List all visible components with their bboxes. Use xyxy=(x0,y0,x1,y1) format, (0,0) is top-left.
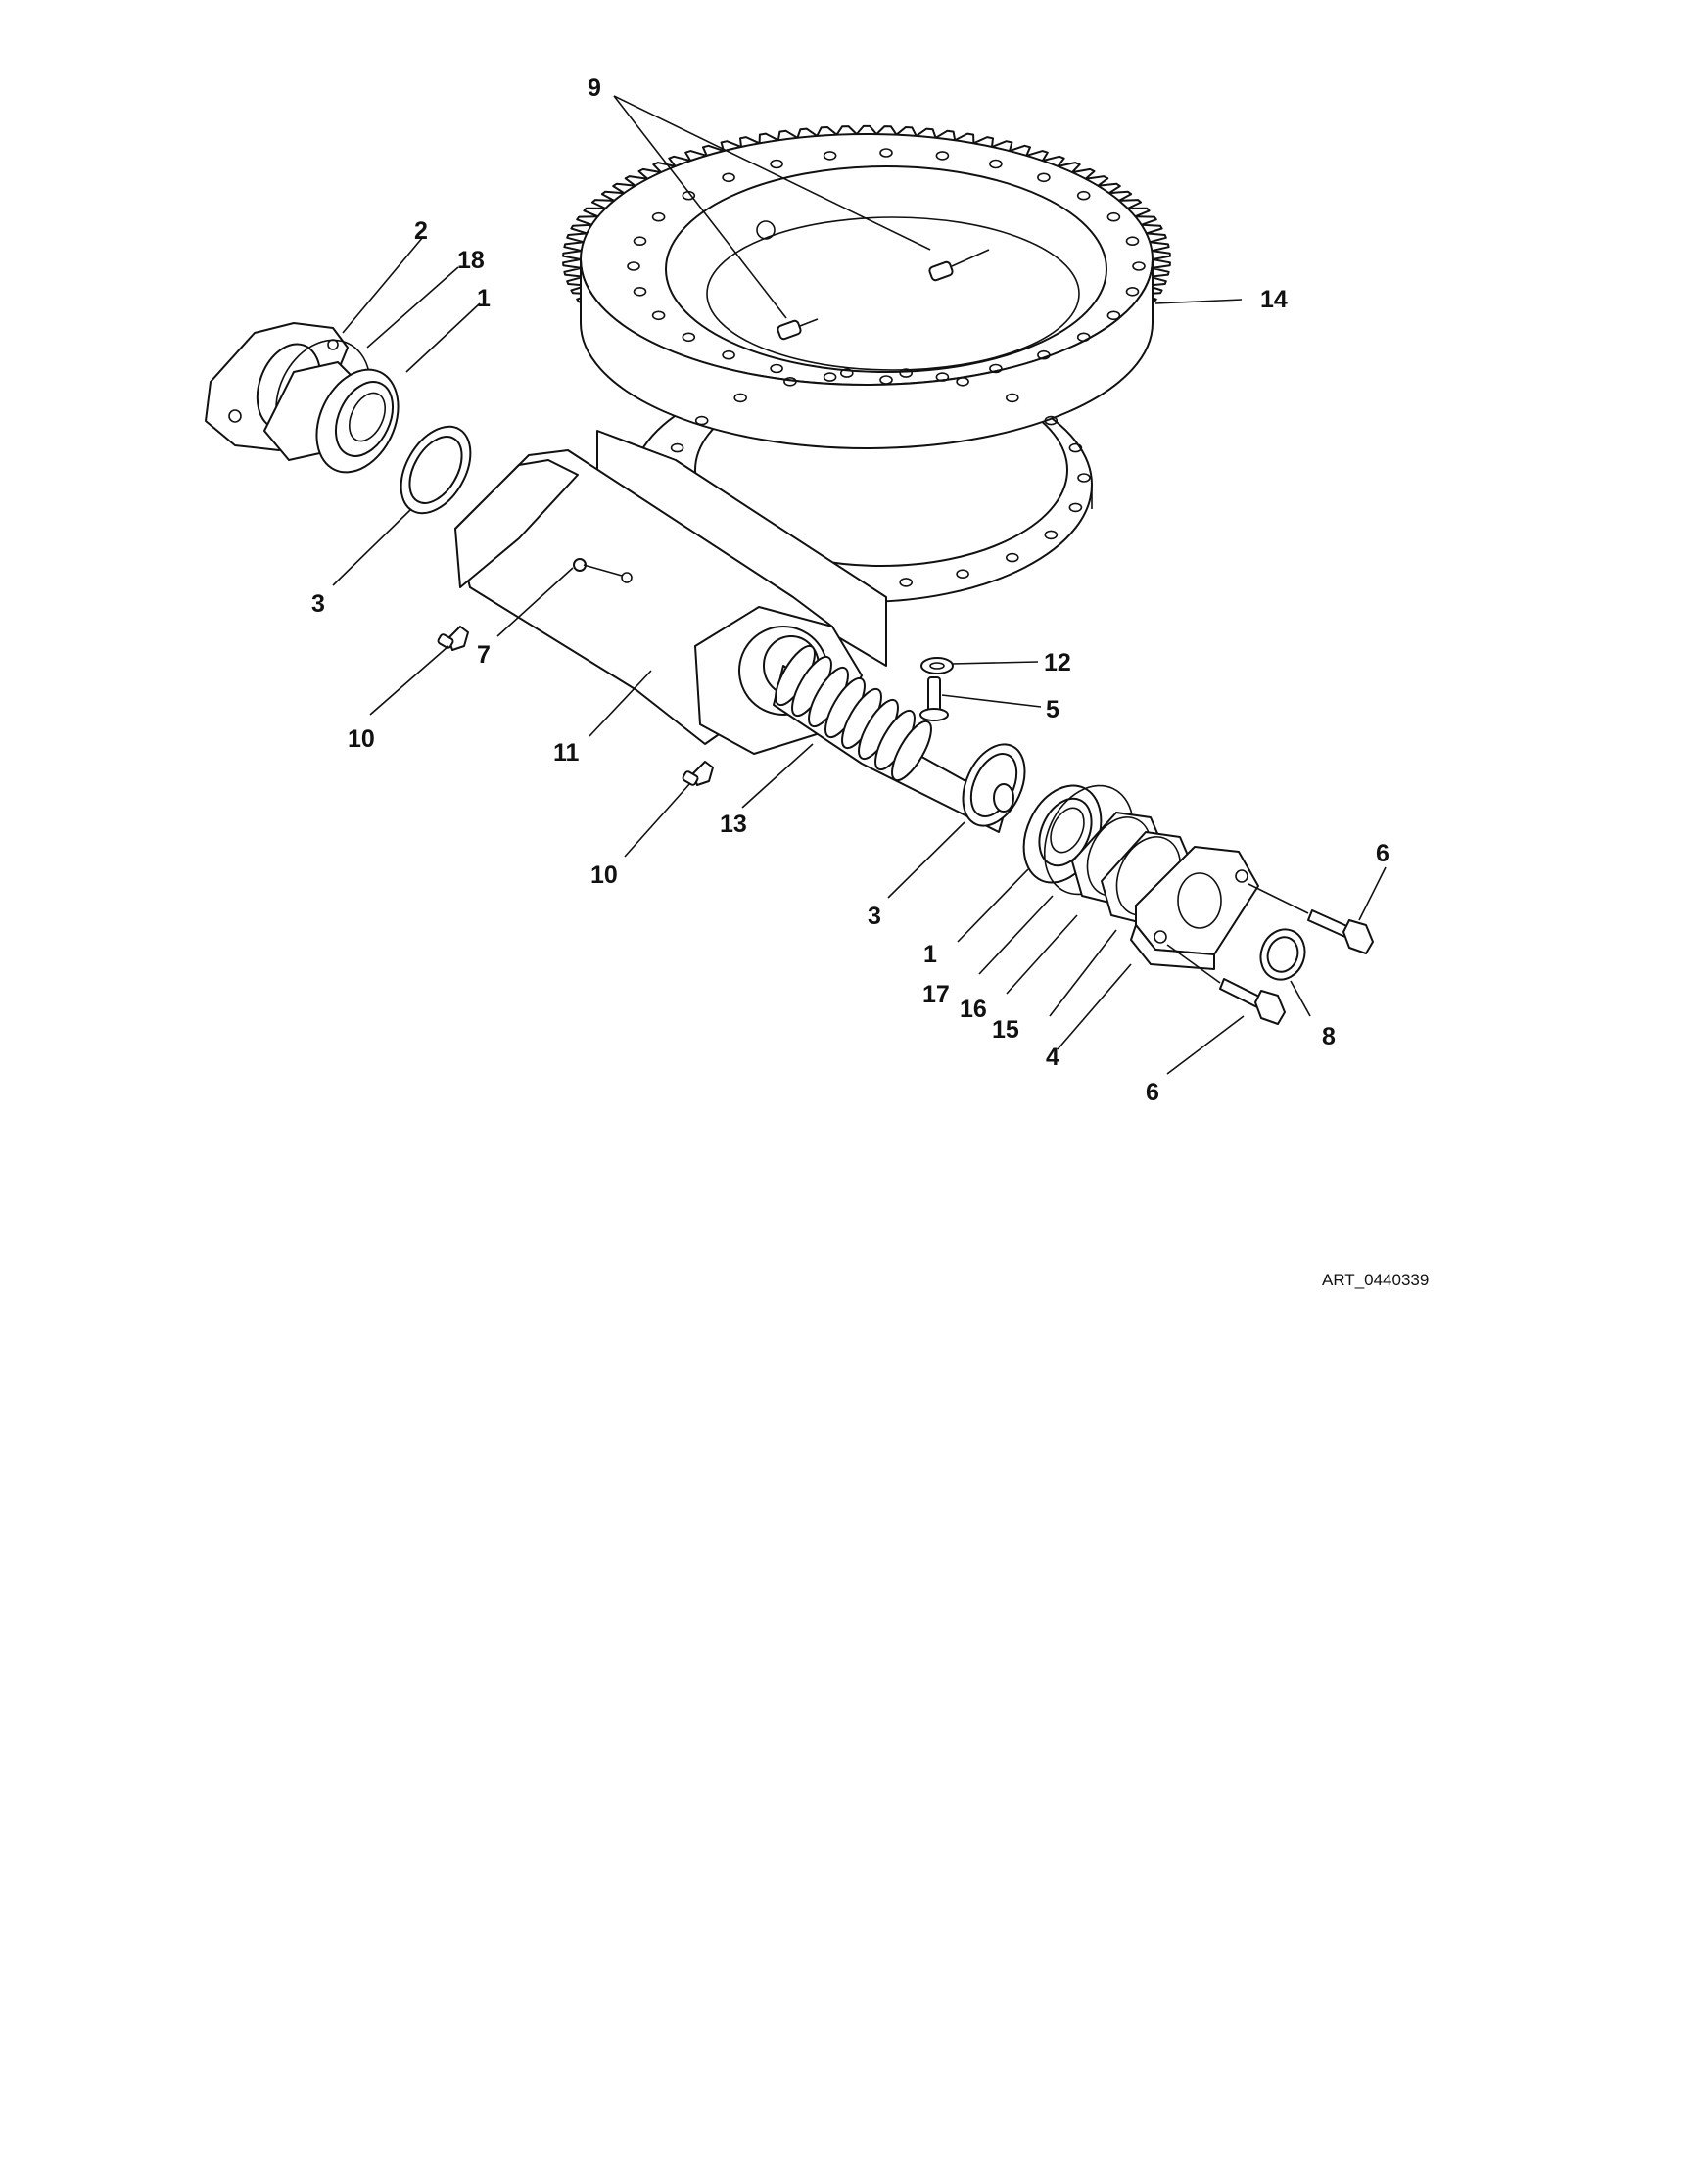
bolt-upper xyxy=(1248,883,1374,954)
bolt-hole xyxy=(1068,442,1083,453)
bolt-hole xyxy=(1077,473,1091,483)
callout-3-left: 3 xyxy=(311,590,325,618)
bolt-hole xyxy=(989,159,1003,169)
bolt-hole xyxy=(1125,236,1140,246)
grease-fitting-upper xyxy=(928,249,990,282)
worm-threads xyxy=(775,644,932,782)
callout-14: 14 xyxy=(1260,286,1288,313)
bolt-hole xyxy=(879,375,893,385)
bolt-hole xyxy=(956,569,969,580)
bolt-hole xyxy=(935,372,950,382)
bolt-hole xyxy=(633,286,647,297)
bolt-hole xyxy=(694,415,709,426)
grease-fitting-lower xyxy=(777,318,819,341)
bolt-hole xyxy=(1006,393,1019,403)
callout-18: 18 xyxy=(457,247,485,274)
callout-10-upper: 10 xyxy=(348,725,375,753)
bolt-hole xyxy=(1037,349,1051,360)
bolt-hole xyxy=(733,393,748,403)
bolt-hole xyxy=(879,148,893,158)
callout-12: 12 xyxy=(1044,649,1071,676)
bolt-hole xyxy=(633,236,647,246)
bolt-hole xyxy=(670,442,684,453)
callout-9: 9 xyxy=(588,74,601,102)
leader-lines xyxy=(332,95,1387,1075)
ring-bolt-holes xyxy=(627,148,1146,587)
bolt-hole xyxy=(1006,552,1019,563)
shaft-seal-right xyxy=(962,743,1026,827)
callout-1-right: 1 xyxy=(923,941,937,968)
callout-3-right: 3 xyxy=(868,903,881,930)
washer-12 xyxy=(920,657,954,674)
bolt-hole xyxy=(651,310,666,321)
bolt-hole xyxy=(823,151,837,161)
callout-1-left: 1 xyxy=(477,285,491,312)
callout-6-upper: 6 xyxy=(1376,840,1389,867)
bolt-hole xyxy=(1125,286,1140,297)
bolt-hole xyxy=(1076,332,1091,343)
callout-labels: 9 2 18 1 14 3 7 10 11 12 5 13 10 6 3 1 1… xyxy=(311,74,1389,1106)
bolt-hole xyxy=(1044,415,1059,426)
callout-7: 7 xyxy=(477,641,491,669)
shaft-seal-left xyxy=(400,425,472,515)
bolt-hole xyxy=(722,172,735,183)
bolt-hole xyxy=(1132,261,1146,271)
bolt-hole xyxy=(935,151,950,161)
bolt-hole xyxy=(770,363,783,374)
bolt-hole xyxy=(1037,172,1051,183)
callout-5: 5 xyxy=(1046,696,1059,723)
grease-fitting-10-lower xyxy=(682,761,714,786)
bolt-hole xyxy=(770,159,783,169)
callout-2: 2 xyxy=(414,217,428,245)
grease-fitting-10-upper xyxy=(437,626,469,651)
bolt-hole xyxy=(899,368,914,378)
bolt-hole xyxy=(1106,310,1121,321)
callout-15: 15 xyxy=(992,1016,1019,1044)
art-id-label: ART_0440339 xyxy=(1322,1271,1429,1289)
callout-17: 17 xyxy=(922,981,950,1008)
bolt-hole xyxy=(651,211,666,222)
bolt-hole xyxy=(682,332,696,343)
bolt-hole xyxy=(1076,190,1091,201)
end-cap xyxy=(1130,846,1259,970)
bolt-hole xyxy=(989,363,1003,374)
bolt-hole xyxy=(1044,530,1059,540)
pin-5 xyxy=(919,676,949,721)
worm-thread xyxy=(891,720,932,782)
bolt-hole xyxy=(823,372,837,382)
seal-8 xyxy=(1259,928,1306,981)
bolt-lower xyxy=(1166,944,1286,1025)
bolt-hole xyxy=(783,376,797,387)
bolt-hole xyxy=(1068,502,1083,513)
callout-13: 13 xyxy=(720,811,747,838)
bolt-hole xyxy=(722,349,735,360)
bolt-hole xyxy=(1106,211,1121,222)
callout-10-lower: 10 xyxy=(590,861,618,889)
callout-4: 4 xyxy=(1046,1044,1059,1071)
bolt-hole xyxy=(956,376,969,387)
callout-16: 16 xyxy=(960,996,987,1023)
bearing-left xyxy=(315,368,400,474)
bolt-hole xyxy=(899,578,914,587)
callout-6-lower: 6 xyxy=(1146,1079,1159,1106)
callout-11: 11 xyxy=(553,739,580,767)
callout-8: 8 xyxy=(1322,1023,1336,1050)
bolt-hole xyxy=(839,368,854,378)
bolt-hole xyxy=(627,261,640,271)
